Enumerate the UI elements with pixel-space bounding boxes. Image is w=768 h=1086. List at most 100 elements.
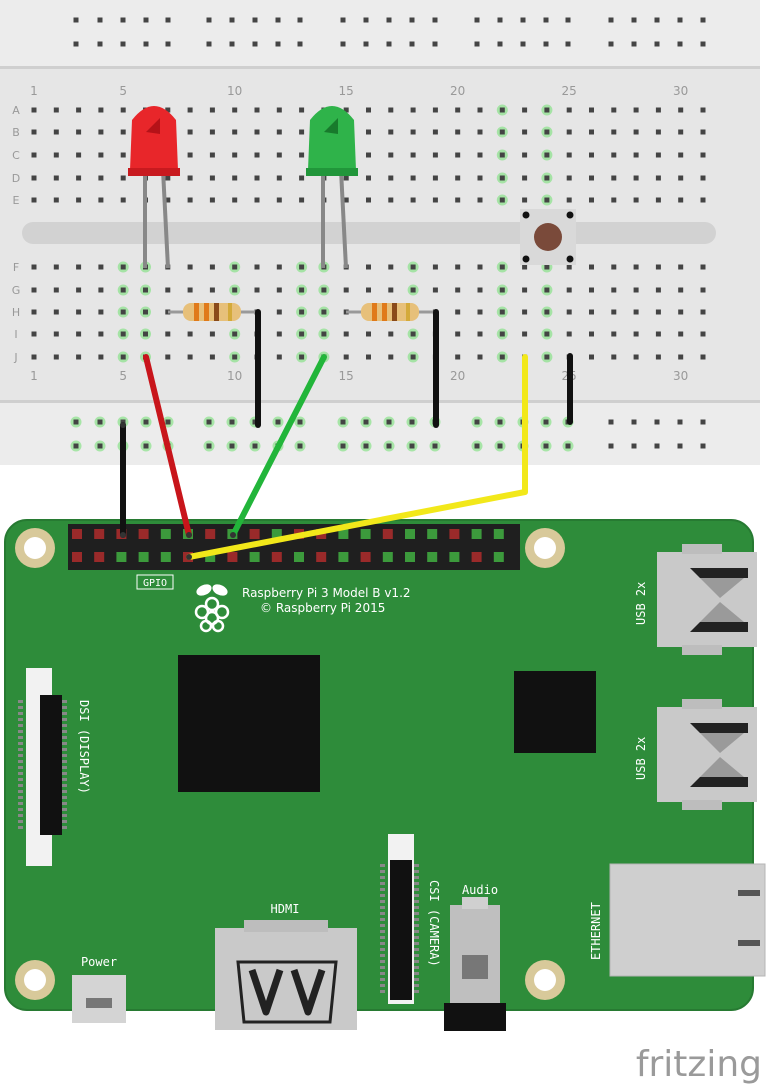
rail-hole bbox=[340, 443, 346, 449]
gpio-pin bbox=[94, 552, 105, 562]
gpio-pin bbox=[360, 552, 371, 562]
rail-hole bbox=[700, 41, 706, 47]
csi-connector bbox=[380, 834, 419, 1004]
gpio-pin bbox=[338, 529, 349, 539]
breadboard-hole bbox=[366, 152, 371, 158]
rail-hole bbox=[229, 443, 235, 449]
rail-hole bbox=[565, 41, 571, 47]
breadboard-hole bbox=[455, 152, 461, 158]
connector-pin bbox=[414, 894, 419, 897]
usb-port-1 bbox=[657, 544, 757, 655]
breadboard-hole bbox=[120, 107, 126, 113]
breadboard-hole bbox=[544, 175, 550, 181]
breadboard-hole bbox=[544, 197, 550, 203]
breadboard-hole bbox=[187, 264, 193, 270]
breadboard-hole bbox=[120, 287, 126, 293]
breadboard-hole bbox=[611, 331, 617, 337]
rail-hole bbox=[275, 17, 281, 23]
audio-label: Audio bbox=[462, 883, 498, 897]
column-number: 25 bbox=[562, 84, 577, 98]
column-number: 20 bbox=[450, 369, 465, 383]
breadboard-hole bbox=[53, 287, 59, 293]
breadboard-hole bbox=[477, 107, 483, 113]
breadboard-hole bbox=[254, 197, 260, 203]
row-letter: I bbox=[14, 328, 17, 341]
breadboard-hole bbox=[343, 107, 349, 113]
breadboard-hole bbox=[432, 287, 438, 293]
breadboard-hole bbox=[410, 264, 416, 270]
breadboard-hole bbox=[388, 287, 394, 293]
rail-hole bbox=[631, 419, 637, 425]
connector-pin bbox=[18, 700, 23, 703]
connector-pin bbox=[18, 724, 23, 727]
wire-yellow bbox=[186, 354, 528, 560]
breadboard-hole bbox=[432, 152, 438, 158]
column-number: 30 bbox=[673, 369, 688, 383]
breadboard-hole bbox=[187, 197, 193, 203]
rail-hole bbox=[608, 17, 614, 23]
rail-hole bbox=[297, 17, 303, 23]
breadboard-hole bbox=[566, 331, 572, 337]
breadboard-hole bbox=[700, 287, 706, 293]
rail-hole bbox=[543, 41, 549, 47]
breadboard-hole bbox=[143, 331, 148, 337]
breadboard-hole bbox=[31, 197, 37, 203]
connector-pin bbox=[414, 960, 419, 963]
connector-pin bbox=[62, 778, 67, 781]
breadboard-hole bbox=[544, 354, 550, 360]
connector-pin bbox=[62, 724, 67, 727]
breadboard-hole bbox=[678, 129, 684, 135]
rail-hole bbox=[474, 17, 480, 23]
connector-pin bbox=[414, 924, 419, 927]
connector-pin bbox=[414, 864, 419, 867]
breadboard-hole bbox=[31, 331, 37, 337]
ethernet-port bbox=[609, 863, 766, 977]
breadboard-hole bbox=[655, 107, 661, 113]
connector-pin bbox=[414, 870, 419, 873]
breadboard-hole bbox=[299, 197, 305, 203]
connector-pin bbox=[62, 718, 67, 721]
rail-hole bbox=[543, 419, 549, 425]
gpio-pin bbox=[294, 552, 304, 562]
breadboard-hole bbox=[232, 354, 238, 360]
breadboard-hole bbox=[477, 287, 483, 293]
breadboard-hole bbox=[611, 309, 617, 315]
breadboard-hole bbox=[209, 197, 215, 203]
audio-jack bbox=[444, 897, 506, 1031]
breadboard-hole bbox=[321, 331, 327, 337]
breadboard-hole bbox=[120, 152, 126, 158]
column-number: 10 bbox=[227, 369, 242, 383]
breadboard-hole bbox=[544, 331, 550, 337]
rail-hole bbox=[386, 41, 392, 47]
row-letter: A bbox=[12, 104, 20, 117]
gpio-pin bbox=[271, 529, 282, 539]
connector-pin bbox=[62, 730, 67, 733]
breadboard-hole bbox=[276, 264, 282, 270]
breadboard-hole bbox=[98, 331, 104, 337]
rail-hole bbox=[677, 419, 683, 425]
connector-pin bbox=[62, 784, 67, 787]
breadboard-hole bbox=[678, 287, 684, 293]
breadboard-hole bbox=[678, 264, 684, 270]
fritzing-watermark: fritzing bbox=[636, 1044, 762, 1085]
usb-port-2 bbox=[657, 699, 757, 810]
breadboard-hole bbox=[589, 287, 594, 293]
breadboard-hole bbox=[410, 152, 416, 158]
rail-hole bbox=[497, 443, 503, 449]
connector-pin bbox=[414, 972, 419, 975]
breadboard-hole bbox=[633, 287, 639, 293]
connector-pin bbox=[62, 820, 67, 823]
dsi-label: DSI (DISPLAY) bbox=[77, 700, 91, 794]
breadboard-hole bbox=[76, 107, 82, 113]
breadboard-hole bbox=[611, 107, 617, 113]
connector-pin bbox=[380, 912, 385, 915]
rail-hole bbox=[432, 17, 438, 23]
breadboard-hole bbox=[343, 331, 349, 337]
breadboard-hole bbox=[366, 354, 371, 360]
connector-pin bbox=[18, 826, 23, 829]
breadboard-hole bbox=[410, 107, 416, 113]
breadboard-hole bbox=[410, 197, 416, 203]
rail-hole bbox=[409, 17, 415, 23]
connector-pin bbox=[380, 966, 385, 969]
breadboard-hole bbox=[432, 264, 438, 270]
